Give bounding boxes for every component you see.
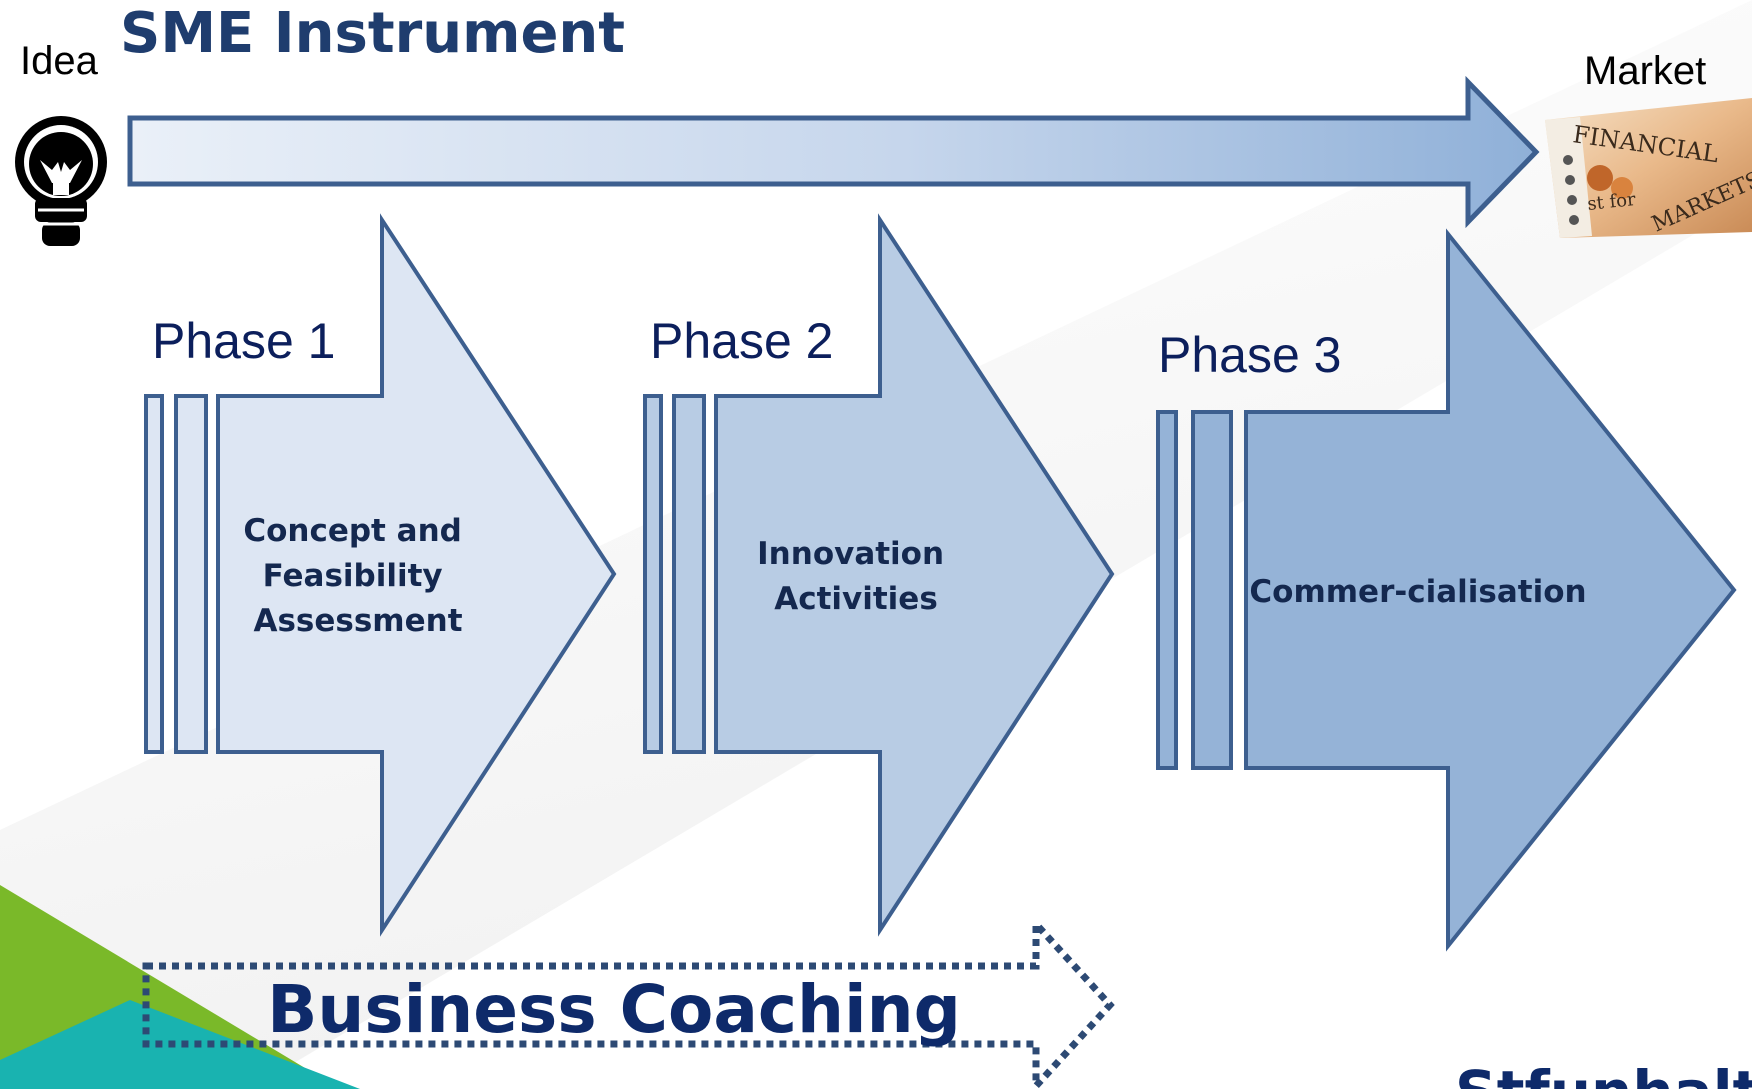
idea-to-market-arrow	[127, 75, 1540, 229]
phase-3-stripe-1	[1156, 410, 1178, 770]
idea-label: Idea	[20, 39, 99, 83]
financial-markets-image: FINANCIAL MARKETS st for	[1545, 98, 1752, 238]
phase-3-description: Commer-cialisation	[1249, 574, 1586, 610]
phase-3-stripe-2	[1191, 410, 1233, 770]
phase-3-label: Phase 3	[1158, 327, 1341, 383]
phase-3: Phase 3 Commer-cialisation	[1156, 228, 1737, 952]
phase-1-stripe-1	[144, 394, 164, 754]
business-coaching-arrow	[142, 914, 1115, 1089]
phase-1-label: Phase 1	[152, 313, 335, 369]
phase-2-description: Innovation Activities	[757, 536, 955, 617]
phase-3-arrow	[1244, 228, 1737, 952]
phase-1-description: Concept and Feasibility Assessment	[243, 513, 472, 639]
cropped-footer-text: Stfunhalth	[1455, 1058, 1752, 1089]
phase-2-label: Phase 2	[650, 313, 833, 369]
phase-1-description-line-2: Feasibility	[263, 558, 443, 594]
phase-3-description-line-1: Commer-cialisation	[1249, 574, 1586, 610]
teal-corner-shape	[0, 1000, 360, 1089]
lightbulb-icon	[15, 116, 107, 246]
phase-2-stripe-2	[672, 394, 706, 754]
phase-2-stripe-1	[643, 394, 663, 754]
phase-2: Phase 2 Innovation Activities	[643, 213, 1115, 937]
market-image-for-text: st for	[1586, 189, 1637, 215]
market-label: Market	[1584, 49, 1706, 93]
phase-2-description-line-1: Innovation	[757, 536, 944, 572]
page-title: SME Instrument	[120, 1, 625, 66]
phase-1-arrow	[216, 213, 617, 937]
phase-1-description-line-1: Concept and	[243, 513, 462, 549]
business-coaching-label: Business Coaching	[267, 971, 961, 1048]
phase-2-description-line-2: Activities	[774, 581, 938, 617]
phase-1: Phase 1 Concept and Feasibility Assessme…	[144, 213, 617, 937]
phase-1-description-line-3: Assessment	[253, 603, 462, 639]
business-coaching: Business Coaching	[142, 914, 1115, 1089]
phase-1-stripe-2	[174, 394, 208, 754]
phase-2-arrow	[714, 213, 1115, 937]
